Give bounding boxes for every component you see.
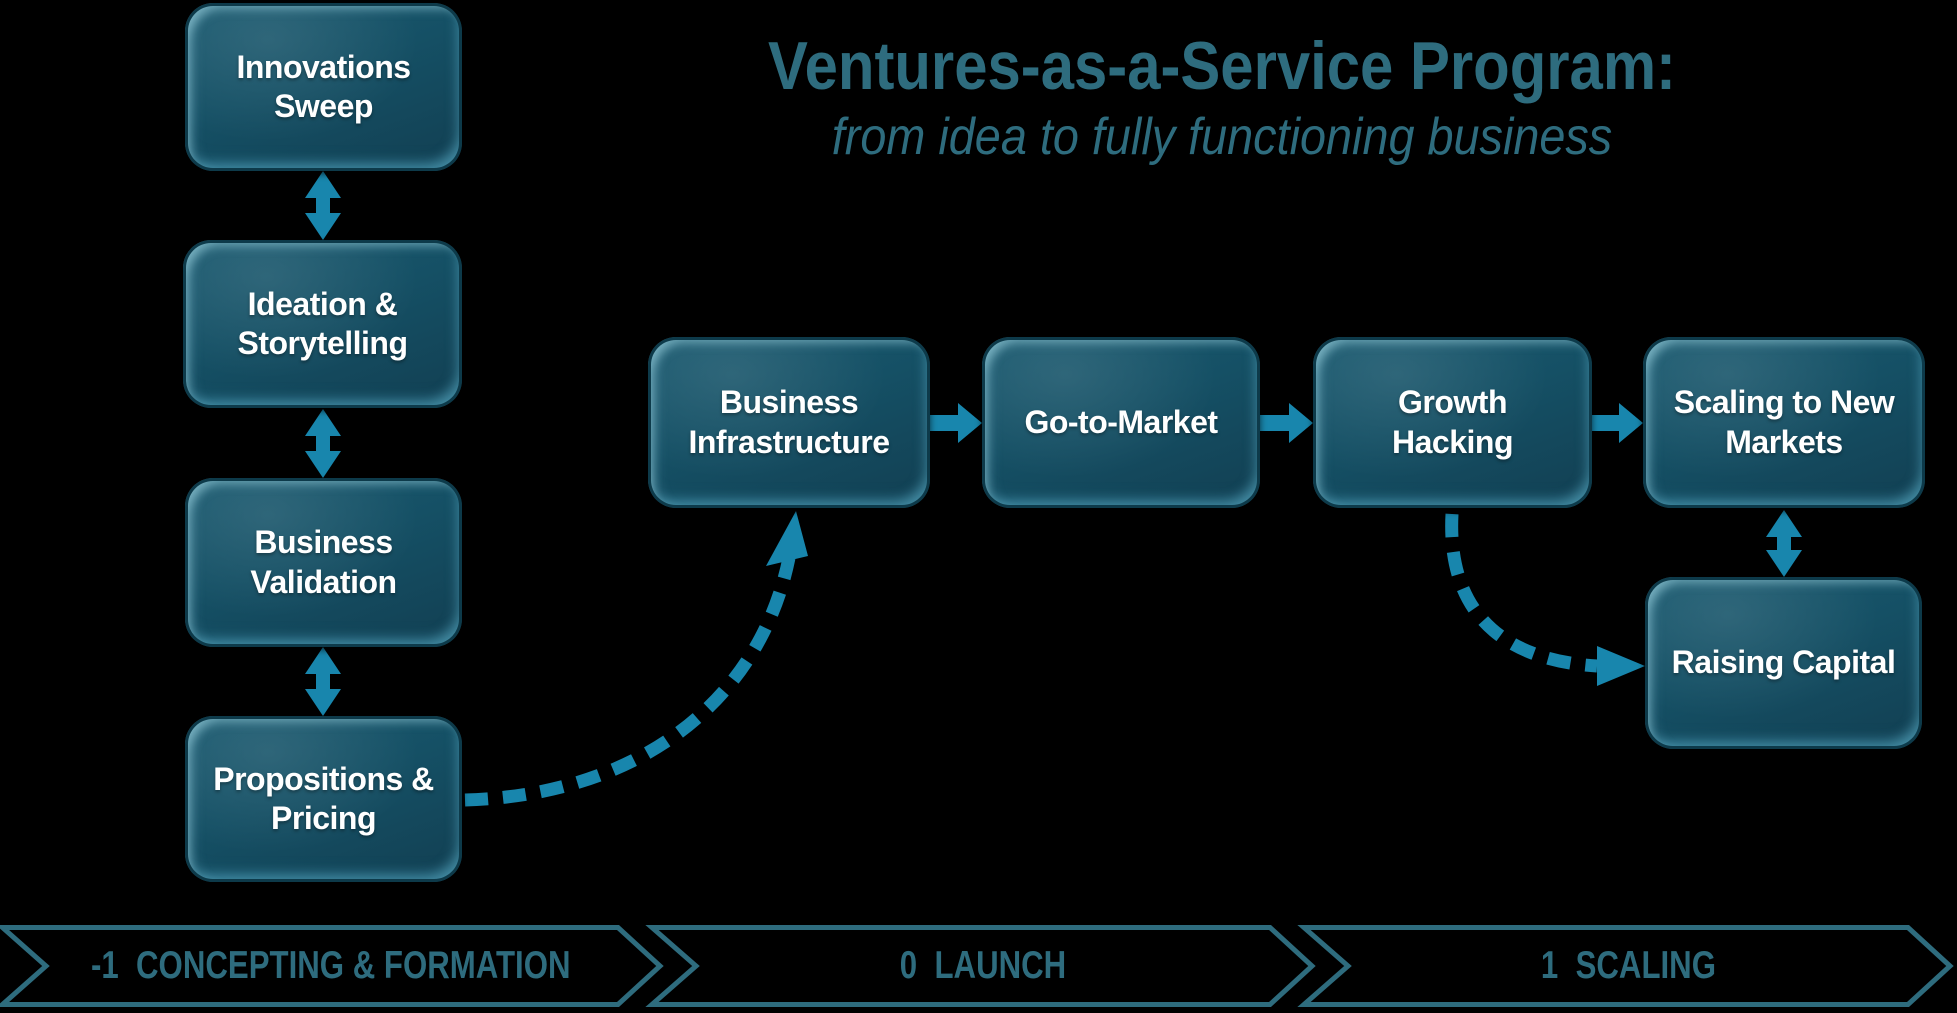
node-growth-hacking: Growth Hacking: [1313, 337, 1592, 508]
double-arrow-ideation-validation: [305, 409, 341, 478]
title-main: Ventures-as-a-Service Program:: [768, 28, 1676, 104]
node-propositions-pricing: Propositions & Pricing: [185, 716, 462, 882]
double-arrow-innovations-ideation: [305, 171, 341, 240]
phase-chevron-scaling: [1297, 925, 1954, 1007]
phase-chevron-concepting: [0, 925, 664, 1007]
node-label: Scaling to New Markets: [1673, 384, 1895, 460]
dashed-curve-arrowhead-right: [1597, 646, 1645, 686]
node-label: Ideation & Storytelling: [237, 285, 408, 361]
node-raising-capital: Raising Capital: [1645, 577, 1922, 749]
arrow-growth-scaling: [1592, 403, 1643, 443]
node-label: Business Infrastructure: [688, 384, 890, 460]
phase-scaling: 1 SCALING: [1304, 925, 1952, 1007]
phase-label-text: 0 LAUNCH: [899, 944, 1067, 987]
node-label: Business Validation: [250, 524, 397, 600]
dashed-curve-growth-raising: [1445, 513, 1598, 673]
page-title: Ventures-as-a-Service Program: from idea…: [490, 28, 1954, 166]
node-business-infrastructure: Business Infrastructure: [648, 337, 930, 508]
phase-launch: 0 LAUNCH: [652, 925, 1314, 1007]
arrow-gotomarket-growth: [1260, 403, 1313, 443]
node-label: Propositions & Pricing: [213, 760, 434, 836]
node-go-to-market: Go-to-Market: [982, 337, 1260, 508]
phase-label-text: 1 SCALING: [1540, 944, 1716, 987]
phase-label-text: -1 CONCEPTING & FORMATION: [91, 944, 571, 987]
node-scaling-new-markets: Scaling to New Markets: [1643, 337, 1925, 508]
double-arrow-validation-propositions: [305, 647, 341, 716]
title-subtitle: from idea to fully functioning business: [831, 108, 1613, 167]
node-label: Go-to-Market: [1024, 403, 1218, 440]
double-arrow-scaling-raising: [1766, 510, 1802, 577]
arrow-infrastructure-gotomarket: [930, 403, 982, 443]
node-ideation-storytelling: Ideation & Storytelling: [183, 240, 462, 408]
node-business-validation: Business Validation: [185, 478, 462, 647]
node-label: Innovations Sweep: [236, 48, 411, 124]
dashed-curve-arrowhead-up: [766, 511, 808, 566]
node-label: Raising Capital: [1671, 644, 1896, 681]
node-label: Growth Hacking: [1392, 384, 1513, 460]
phase-concepting-formation: -1 CONCEPTING & FORMATION: [0, 925, 662, 1007]
phase-chevron-launch: [645, 925, 1316, 1007]
node-innovations-sweep: Innovations Sweep: [185, 3, 462, 171]
dashed-curve-propositions-infrastructure: [464, 556, 796, 807]
